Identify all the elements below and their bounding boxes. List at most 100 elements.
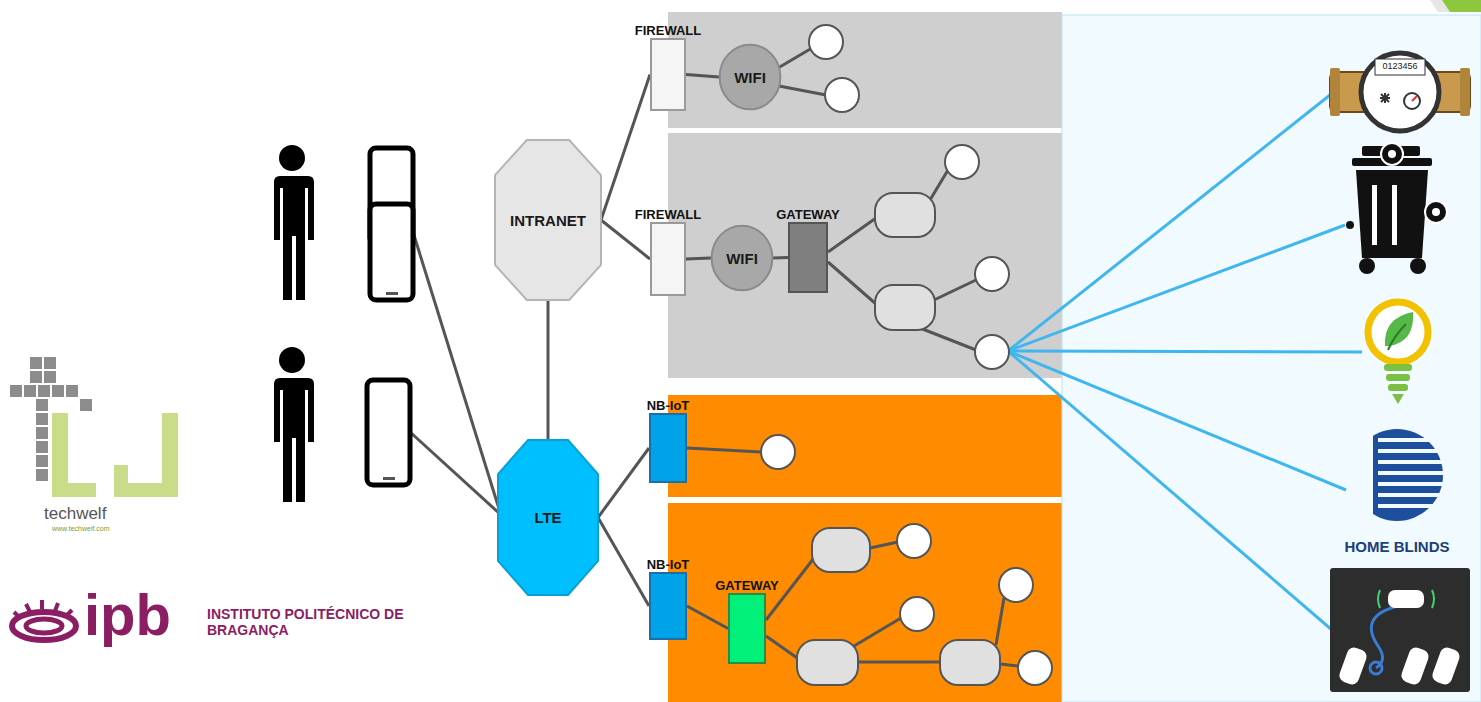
node-heading: GATEWAY: [715, 578, 779, 593]
gateway-box: GATEWAY: [728, 593, 766, 664]
device-link: [870, 542, 898, 548]
intranet-octagon-shape: [495, 140, 601, 300]
logo-pixel: [24, 385, 36, 397]
smart-bin-icon: [1346, 143, 1447, 274]
smart-parking-icon: [1330, 568, 1470, 692]
device-caption: HOME BLINDS: [1335, 538, 1459, 555]
parking-car: [1430, 646, 1461, 687]
blinds-slat: [1378, 504, 1444, 508]
bulb-base: [1384, 364, 1412, 371]
bin-gear-hub: [1432, 208, 1440, 216]
logo-pixel: [36, 399, 48, 411]
device-link: [854, 618, 901, 646]
intranet-octagon: INTRANET: [495, 140, 601, 300]
logo-pixel: [52, 385, 64, 397]
device-circle: [945, 145, 979, 179]
network-link: [686, 258, 711, 259]
blinds-cut: [1351, 425, 1373, 525]
parking-car: [1399, 646, 1430, 687]
device-type-link: [1008, 351, 1362, 352]
node-heading: FIREWALL: [635, 207, 701, 222]
home-blinds-icon: [1351, 425, 1444, 525]
device-type-links: [1008, 95, 1362, 630]
lte-octagon: LTE: [498, 440, 598, 595]
device-type-link: [1008, 351, 1332, 630]
parking-sensor: [1378, 590, 1434, 608]
wifi-ellipse: WIFI: [711, 225, 773, 291]
network-link: [598, 448, 649, 518]
nbiot-box: NB-IoT: [649, 413, 687, 483]
wifi-band: [668, 133, 1062, 378]
network-link: [773, 256, 788, 260]
bulb-leaf-vein: [1388, 324, 1406, 350]
node-heading: NB-IoT: [647, 398, 690, 413]
device-panel: [1062, 15, 1481, 702]
device-circle: [975, 335, 1009, 369]
corner-accent: [1430, 0, 1450, 12]
blinds-slat: [1378, 482, 1444, 486]
eco-bulb-icon: [1368, 302, 1428, 404]
bulb-tip: [1392, 394, 1404, 404]
meter-dial: [1361, 53, 1439, 131]
device-hub: [940, 640, 1000, 685]
institution-name: INSTITUTO POLITÉCNICO DE BRAGANÇA: [207, 606, 412, 638]
device-link: [920, 328, 976, 350]
ipb-rays: [14, 600, 72, 618]
wifi-ellipse-shape: [720, 45, 781, 110]
nbiot-band: [668, 503, 1062, 702]
network-link: [686, 75, 719, 78]
blinds-slat: [1378, 438, 1444, 442]
nbiot-box: NB-IoT: [649, 572, 687, 640]
logo-l: [52, 483, 96, 497]
bin-gear: [1381, 143, 1403, 165]
firewall-box: FIREWALL: [650, 38, 686, 111]
device-link: [828, 262, 876, 304]
phone-button: [386, 292, 398, 295]
network-link: [601, 75, 650, 221]
device-circle: [897, 524, 931, 558]
device-type-link: [1008, 351, 1346, 490]
device-circle: [761, 435, 795, 469]
blinds-slats: [1378, 438, 1444, 508]
logo-pixel: [30, 371, 42, 383]
device-link: [858, 661, 940, 664]
parking-ground: [1330, 568, 1470, 692]
blinds-slat: [1378, 493, 1444, 497]
meter-needle: [1412, 96, 1417, 101]
bulb-leaf: [1385, 312, 1413, 346]
device-links: [687, 48, 1018, 666]
node-label: WIFI: [734, 69, 766, 86]
parking-target: [1370, 662, 1382, 674]
logo-pixel: [44, 357, 56, 369]
device-circle: [999, 568, 1033, 602]
logo-pixel: [44, 371, 56, 383]
meter-flange: [1460, 68, 1470, 116]
phone-button: [383, 477, 395, 480]
parking-path: [1371, 606, 1398, 668]
device-link: [996, 598, 1004, 645]
person-icon: [274, 145, 314, 300]
nbiot-band: [668, 395, 1062, 497]
bin-body: [1356, 170, 1428, 258]
phone-body: [370, 204, 413, 300]
device-link: [766, 636, 800, 660]
node-label: INTRANET: [510, 212, 586, 229]
logo-wordmark: ipb: [84, 586, 171, 644]
device-link: [934, 280, 976, 300]
logo-pixel: [36, 441, 48, 453]
device-hub: [875, 193, 935, 237]
logo-pixel: [36, 413, 48, 425]
device-circle: [809, 25, 843, 59]
phone-body: [367, 380, 410, 485]
blinds-slat: [1378, 449, 1444, 453]
person-icon: [274, 347, 314, 502]
device-link: [828, 218, 876, 252]
bulb-base: [1386, 374, 1410, 381]
logo-pixel: [38, 385, 50, 397]
device-circle: [975, 257, 1009, 291]
water-meter-icon: [1330, 53, 1470, 131]
node-heading: NB-IoT: [647, 557, 690, 572]
bulb-glass: [1368, 302, 1428, 362]
logo-pixel: [80, 399, 92, 411]
wifi-ellipse: WIFI: [719, 44, 781, 110]
